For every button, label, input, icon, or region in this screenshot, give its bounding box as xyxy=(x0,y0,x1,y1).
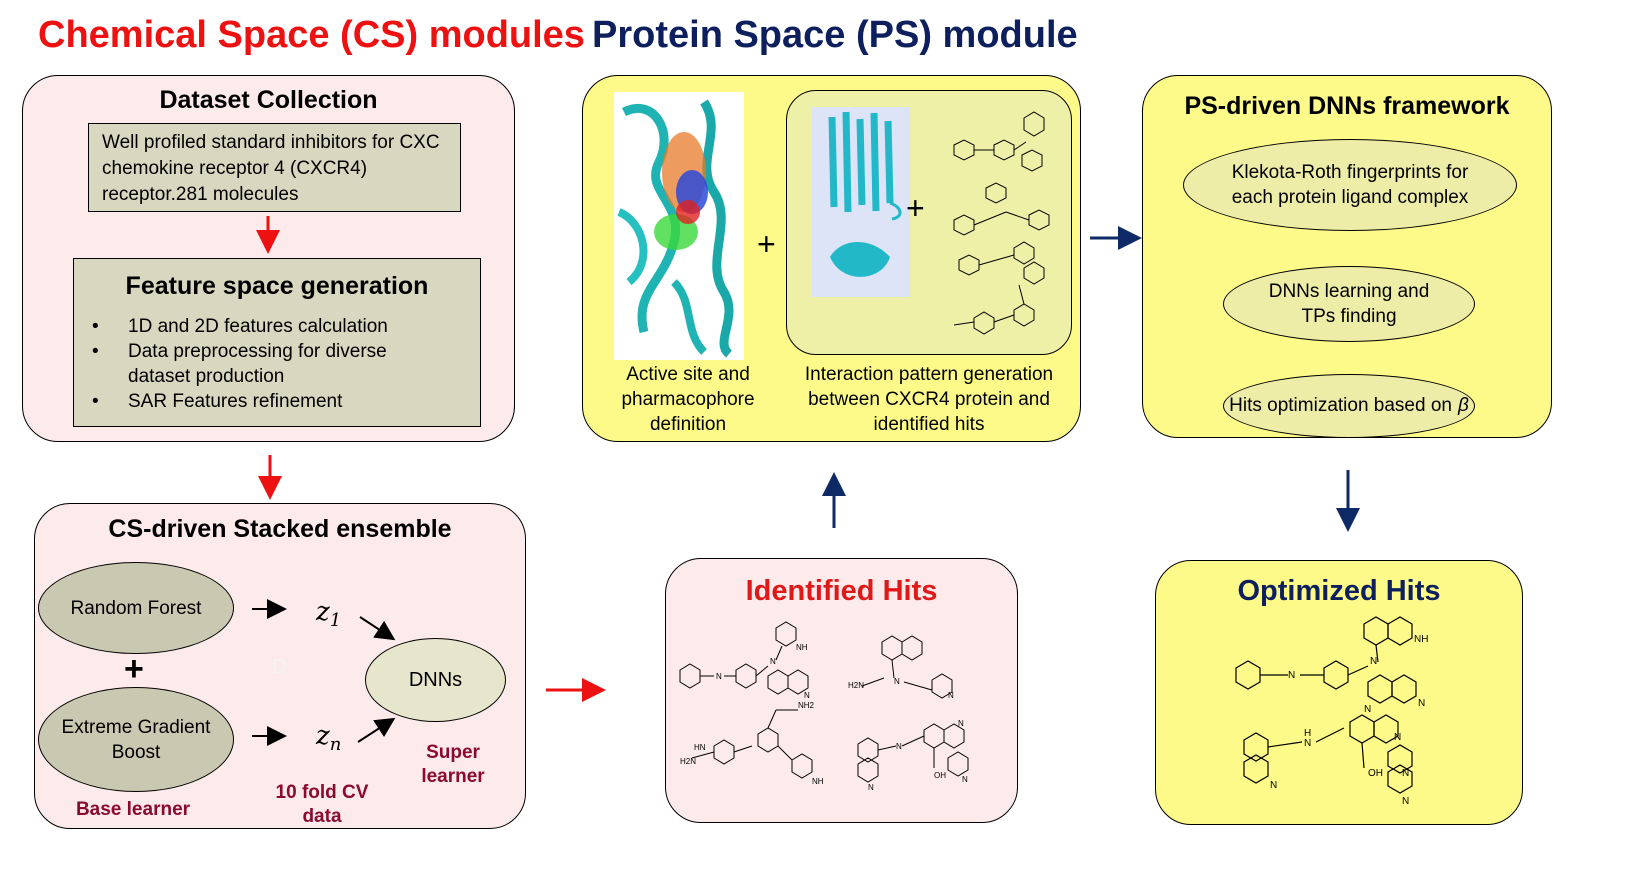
identified-hits-structures: N NH N N H2N N N N OH N NH2 NH HN H2N N … xyxy=(679,621,969,792)
random-forest-node: Random Forest xyxy=(38,562,234,654)
identified-hits-heading: Identified Hits xyxy=(745,575,938,607)
atom-label: N xyxy=(770,657,776,666)
atom-label: N xyxy=(1270,780,1277,791)
dataset-collection-heading: Dataset Collection xyxy=(159,86,378,114)
optimized-hits-heading: Optimized Hits xyxy=(1237,575,1441,607)
fingerprint-step: Klekota-Roth fingerprints for each prote… xyxy=(1183,139,1517,231)
atom-label: N xyxy=(1304,738,1311,749)
atom-label: N xyxy=(1402,768,1409,779)
dataset-description-box xyxy=(88,123,461,212)
feature-space-heading: Feature space generation xyxy=(125,272,429,300)
atom-label: N xyxy=(716,672,722,681)
ps-plus-inner: + xyxy=(906,190,925,226)
arrow-zn-to-dnn xyxy=(357,717,396,743)
dataset-description: Well profiled standard inhibitors for CX… xyxy=(102,132,440,205)
dnn-learning-step: DNNs learning and TPs finding xyxy=(1223,266,1475,342)
feature-list: 1D and 2D features calculation Data prep… xyxy=(84,314,454,414)
atom-label: N xyxy=(804,691,810,700)
feature-item: 1D and 2D features calculation xyxy=(84,314,454,339)
atom-label: N xyxy=(962,775,968,784)
cs-modules-title: Chemical Space (CS) modules xyxy=(38,14,585,56)
cv-data-label: 10 fold CV data xyxy=(275,782,369,827)
hits-optimization-text: Hits optimization based on xyxy=(1229,395,1452,416)
atom-label: N xyxy=(958,719,964,728)
cxcr4-protein-image xyxy=(812,107,910,297)
interaction-ligands xyxy=(953,111,1050,335)
ps-plus-outer: + xyxy=(757,226,776,262)
feature-item: SAR Features refinement xyxy=(84,389,454,414)
atom-label: N xyxy=(1402,796,1409,807)
arrow-z1-to-dnn xyxy=(359,616,396,641)
atom-label: N xyxy=(1364,704,1371,715)
active-site-image xyxy=(614,92,744,360)
optimized-hits-structures: N NH N N H N N N N OH N N xyxy=(1235,616,1428,807)
z1-output: z1 xyxy=(316,597,342,632)
atom-label: OH xyxy=(1368,768,1383,779)
dnns-meta-node: DNNs xyxy=(365,638,506,722)
active-site-caption: Active site and pharmacophore definition xyxy=(621,364,755,435)
atom-label: N xyxy=(1394,732,1401,743)
atom-label: N xyxy=(1288,670,1295,681)
beta-symbol: β xyxy=(1457,395,1469,416)
base-plus-sign: + xyxy=(124,650,144,688)
stray-mark: D xyxy=(272,656,287,678)
atom-label: N xyxy=(894,677,900,686)
atom-label: H2N xyxy=(848,681,864,690)
atom-label: NH xyxy=(796,643,808,652)
atom-label: N xyxy=(1370,656,1377,667)
atom-label: N xyxy=(896,742,902,751)
identified-hits-panel xyxy=(665,558,1018,823)
optimized-hits-panel xyxy=(1155,560,1523,825)
interaction-caption: Interaction pattern generation between C… xyxy=(804,364,1054,435)
atom-label: NH xyxy=(812,777,824,786)
stacked-ensemble-heading: CS-driven Stacked ensemble xyxy=(108,515,452,543)
atom-label: H2N xyxy=(680,757,696,766)
atom-label: N xyxy=(948,691,954,700)
atom-label: NH xyxy=(1414,634,1428,645)
feature-item: Data preprocessing for diverse dataset p… xyxy=(84,339,454,389)
atom-label: NH2 xyxy=(798,701,815,710)
zn-output: zn xyxy=(316,721,342,756)
xgboost-node: Extreme Gradient Boost xyxy=(38,687,234,792)
atom-label: OH xyxy=(934,771,946,780)
ps-module-title: Protein Space (PS) module xyxy=(592,14,1078,56)
atom-label: N xyxy=(1418,698,1425,709)
atom-label: HN xyxy=(694,743,706,752)
atom-label: N xyxy=(868,783,874,792)
dnn-framework-heading: PS-driven DNNs framework xyxy=(1184,92,1510,120)
atom-label: H xyxy=(1304,728,1311,739)
super-learner-label: Super learner xyxy=(421,742,485,787)
base-learner-label: Base learner xyxy=(75,799,191,820)
